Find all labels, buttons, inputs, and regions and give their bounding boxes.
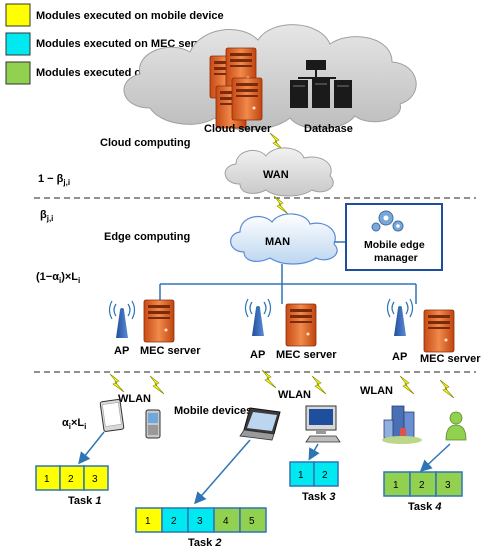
tablet-icon <box>99 398 125 432</box>
link-bolt-mec1-phone <box>149 375 165 395</box>
task-cell <box>59 465 85 491</box>
link-bolt-mec3-user <box>439 379 455 399</box>
task-cell-label: 1 <box>145 516 151 527</box>
task-cell-label: 1 <box>393 480 399 491</box>
legend-swatch-mobile <box>5 3 31 27</box>
legend-swatch-mec <box>5 32 31 56</box>
edge-node-3: AP MEC server <box>386 298 481 365</box>
mec-server-icon <box>285 303 317 347</box>
wlan-label-3: WLAN <box>360 385 393 397</box>
gears-icon <box>371 210 404 232</box>
phone-icon <box>145 409 161 439</box>
task-cell-label: 2 <box>171 516 177 527</box>
mec-server-icon <box>423 309 455 353</box>
ap-label: AP <box>114 345 129 357</box>
mec-server-icon <box>143 299 175 343</box>
link-bolt-ap3-building <box>399 375 415 395</box>
task-3: 1 2 Task 3 <box>289 461 339 503</box>
mobile-edge-manager-line2: manager <box>374 252 418 264</box>
wlan-label-2: WLAN <box>278 389 311 401</box>
link-bolt-ap1-tablet <box>109 373 125 393</box>
wlan-label-1: WLAN <box>118 393 151 405</box>
task-3-label: Task 3 <box>302 491 335 503</box>
ap-label: AP <box>250 349 265 361</box>
task-cell-label: 2 <box>322 470 328 481</box>
ap-antenna-icon <box>244 298 272 337</box>
task-cell <box>187 507 215 533</box>
arrow-tablet-task1 <box>78 431 105 465</box>
ap-antenna-icon <box>108 300 136 339</box>
task-cell-label: 2 <box>68 474 74 485</box>
legend-label-mobile: Modules executed on mobile device <box>36 10 224 22</box>
task-2-label: Task 2 <box>188 537 221 549</box>
mec-server-label: MEC server <box>276 349 337 361</box>
man-label: MAN <box>265 236 290 248</box>
task-4-label: Task 4 <box>408 501 441 513</box>
link-bolt-wan-man <box>273 195 289 215</box>
task-cell <box>313 461 339 487</box>
task-cell <box>35 465 61 491</box>
task-cell-label: 4 <box>223 516 229 527</box>
one-minus-alpha-label: (1−αi)×Li <box>36 271 80 285</box>
task-2: 1 2 3 4 5 Task 2 <box>135 507 267 549</box>
user-icon <box>445 411 467 441</box>
arrow-laptop-task2 <box>194 439 251 505</box>
task-cell <box>435 471 463 497</box>
arrow-desktop-task3 <box>308 443 320 461</box>
desktop-icon <box>305 405 341 443</box>
mec-server-label: MEC server <box>140 345 201 357</box>
task-cell <box>135 507 163 533</box>
task-1-label: Task 1 <box>68 495 101 507</box>
task-arrows <box>78 431 451 505</box>
arrow-user-task4 <box>419 443 451 473</box>
beta-label: βj,i <box>40 209 53 223</box>
legend-swatch-cloud <box>5 61 31 85</box>
wan-label: WAN <box>263 169 289 181</box>
laptop-icon <box>239 407 281 441</box>
task-cell-label: 5 <box>249 516 255 527</box>
building-icon <box>382 405 422 444</box>
task-cell-label: 2 <box>419 480 425 491</box>
task-cell-label: 1 <box>298 470 304 481</box>
man-cloud: MAN <box>230 213 338 265</box>
cloud-server-label: Cloud server <box>204 123 272 135</box>
link-bolt-ap2-laptop <box>261 369 277 389</box>
mobile-edge-manager-line1: Mobile edge <box>364 239 425 251</box>
ap-label: AP <box>392 351 407 363</box>
edge-node-1: AP MEC server <box>108 299 201 357</box>
task-cell-label: 3 <box>197 516 203 527</box>
cloud-computing-label: Cloud computing <box>100 137 190 149</box>
task-cell-label: 1 <box>44 474 50 485</box>
one-minus-beta-label: 1 − βj,i <box>38 173 70 187</box>
database-icon <box>290 60 352 108</box>
task-cell <box>83 465 109 491</box>
task-cell <box>239 507 267 533</box>
cloud-server-icon <box>209 47 263 129</box>
edge-node-2: AP MEC server <box>244 298 337 361</box>
edge-computing-label: Edge computing <box>104 231 190 243</box>
task-cell-label: 3 <box>445 480 451 491</box>
task-cell <box>409 471 437 497</box>
ap-antenna-icon <box>386 298 414 337</box>
task-1: 1 2 3 Task 1 <box>35 465 109 507</box>
legend-label-mec: Modules executed on MEC server <box>36 38 212 50</box>
database-label: Database <box>304 123 353 135</box>
task-cell <box>161 507 189 533</box>
task-4: 1 2 3 Task 4 <box>383 471 463 513</box>
task-cell <box>289 461 315 487</box>
alpha-times-l-label: αi×Li <box>62 417 86 431</box>
mobile-edge-manager: Mobile edge manager <box>345 203 443 271</box>
wan-cloud: WAN <box>224 147 334 197</box>
mobile-devices-label: Mobile devices <box>174 405 252 417</box>
mec-server-label: MEC server <box>420 353 481 365</box>
task-cell-label: 3 <box>92 474 98 485</box>
link-bolt-mec2-desktop <box>311 375 327 395</box>
